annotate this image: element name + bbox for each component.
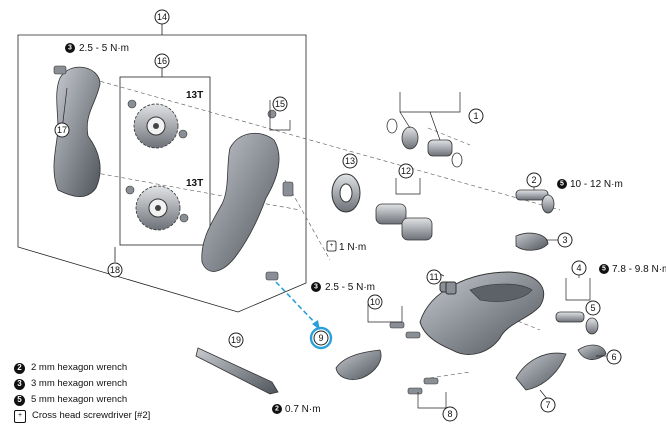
axle-parts <box>386 118 463 168</box>
bushings <box>375 203 433 241</box>
cable-fixing-parts <box>555 311 607 360</box>
svg-text:9: 9 <box>318 333 323 343</box>
svg-text:10 - 12 N·m: 10 - 12 N·m <box>570 179 623 190</box>
svg-text:1: 1 <box>473 111 478 121</box>
svg-text:7: 7 <box>545 400 550 410</box>
small-hardware <box>53 65 294 281</box>
svg-text:3: 3 <box>68 45 72 52</box>
torque-b-axle: 5 10 - 12 N·m <box>557 179 623 190</box>
torque-cage: 2 0.7 N·m <box>272 404 321 415</box>
svg-text:7.8 - 9.8 N·m: 7.8 - 9.8 N·m <box>612 264 666 275</box>
callout-19: 19 <box>228 332 244 348</box>
svg-text:13: 13 <box>345 156 355 166</box>
screwdriver-icon: + <box>14 409 26 423</box>
svg-text:5: 5 <box>560 181 564 188</box>
svg-text:17: 17 <box>57 125 67 135</box>
cage-assembly-outline <box>17 24 307 313</box>
cover <box>515 232 549 251</box>
b-tension-screw <box>445 281 457 295</box>
adjust-ring <box>331 173 361 213</box>
svg-text:8: 8 <box>447 409 452 419</box>
callout-17: 17 <box>54 122 70 138</box>
svg-text:0.7 N·m: 0.7 N·m <box>285 404 321 415</box>
callout-15: 15 <box>272 96 288 112</box>
legend-text: 2 mm hexagon wrench <box>31 362 128 373</box>
svg-text:6: 6 <box>611 352 616 362</box>
highlight-ring <box>309 326 333 350</box>
torque-fixing-bolt: 3 2.5 - 5 N·m <box>65 43 129 54</box>
torque-pulley: 3 2.5 - 5 N·m <box>311 282 375 293</box>
wrench-badge: 3 <box>14 378 25 390</box>
svg-text:3: 3 <box>314 284 318 291</box>
lower-pulley <box>135 185 181 231</box>
screwdriver-icon: + <box>330 243 334 249</box>
installation-tool <box>195 347 279 395</box>
b-axle-bolt <box>515 189 555 214</box>
callout-3: 3 <box>557 232 573 248</box>
legend-item: 3 3 mm hexagon wrench <box>14 376 150 392</box>
legend-text: Cross head screwdriver [#2] <box>32 410 151 421</box>
callout-5: 5 <box>585 300 601 316</box>
pulley-tooth-label-bottom: 13T <box>186 178 203 189</box>
callout-7: 7 <box>540 397 556 413</box>
svg-text:2: 2 <box>275 406 279 413</box>
callout-6: 6 <box>606 349 622 365</box>
legend-item: 5 5 mm hexagon wrench <box>14 392 150 408</box>
highlight-arrow <box>275 281 333 350</box>
callout-11: 11 <box>426 269 442 285</box>
legend-text: 5 mm hexagon wrench <box>31 394 128 405</box>
svg-text:14: 14 <box>157 12 167 22</box>
svg-text:2.5 - 5 N·m: 2.5 - 5 N·m <box>79 43 129 54</box>
callout-10: 10 <box>367 294 383 310</box>
svg-text:1 N·m: 1 N·m <box>339 242 366 253</box>
callout-18: 18 <box>107 262 123 278</box>
svg-text:5: 5 <box>590 303 595 313</box>
wrench-badge: 2 <box>14 362 25 374</box>
callout-8: 8 <box>442 406 458 422</box>
svg-text:10: 10 <box>370 297 380 307</box>
cage-bracket <box>335 349 382 380</box>
upper-pulley <box>133 103 179 149</box>
pulley-tooth-label-top: 13T <box>186 90 203 101</box>
svg-text:11: 11 <box>429 272 438 282</box>
torque-screw: + 1 N·m <box>326 240 366 253</box>
callout-9: 9 <box>313 330 329 346</box>
torque-labels: 3 2.5 - 5 N·m 5 10 - 12 N·m 5 7.8 - 9.8 … <box>65 43 666 415</box>
small-screws <box>389 321 439 395</box>
callout-12: 12 <box>398 163 414 179</box>
svg-text:19: 19 <box>231 335 241 345</box>
callout-2: 2 <box>526 172 542 188</box>
legend-text: 3 mm hexagon wrench <box>31 378 128 389</box>
legend-item: + Cross head screwdriver [#2] <box>14 408 150 424</box>
torque-cable: 5 7.8 - 9.8 N·m <box>599 264 666 275</box>
callout-16: 16 <box>154 53 170 69</box>
callout-1: 1 <box>468 108 484 124</box>
svg-text:5: 5 <box>602 266 606 273</box>
callout-14: 14 <box>154 9 170 25</box>
svg-text:15: 15 <box>275 99 285 109</box>
svg-text:2: 2 <box>531 175 536 185</box>
svg-text:12: 12 <box>401 166 411 176</box>
svg-text:2.5 - 5 N·m: 2.5 - 5 N·m <box>325 282 375 293</box>
callout-13: 13 <box>342 153 358 169</box>
guard <box>515 352 567 391</box>
svg-text:4: 4 <box>576 263 581 273</box>
derailleur-body <box>419 271 545 355</box>
inner-cage-plate <box>201 132 280 272</box>
callout-4: 4 <box>571 260 587 276</box>
wrench-badge: 5 <box>14 394 25 406</box>
svg-text:3: 3 <box>562 235 567 245</box>
svg-text:18: 18 <box>110 265 120 275</box>
legend-item: 2 2 mm hexagon wrench <box>14 360 150 376</box>
svg-text:16: 16 <box>157 56 167 66</box>
callout-list: 14 16 17 15 18 13 12 1 2 3 4 5 6 7 8 9 1… <box>54 9 622 422</box>
tool-legend: 2 2 mm hexagon wrench 3 3 mm hexagon wre… <box>14 360 150 424</box>
